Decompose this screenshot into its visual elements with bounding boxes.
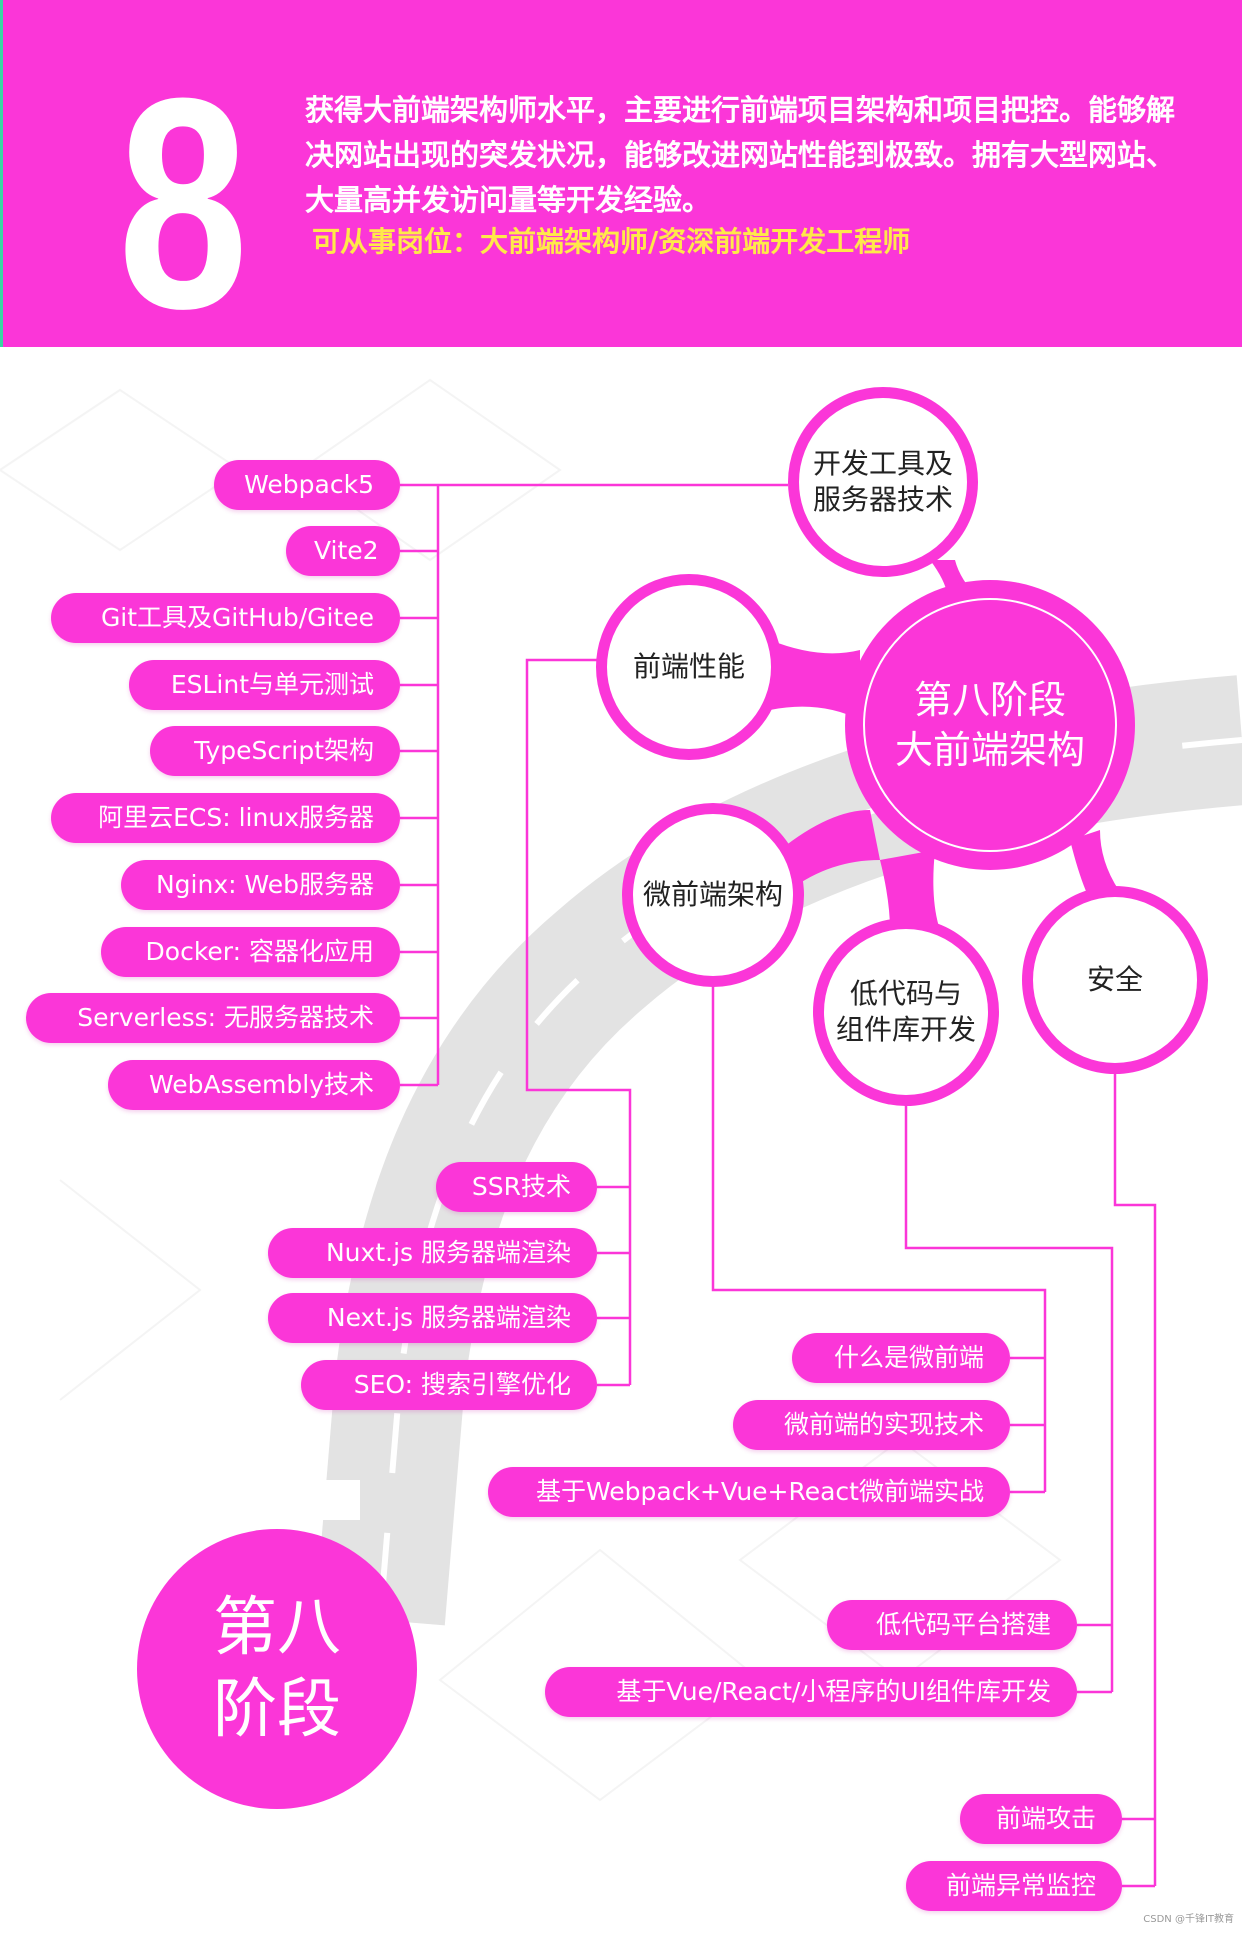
pill-webassembly: WebAssembly技术 — [108, 1060, 400, 1110]
watermark: CSDN @千锋IT教育 — [1143, 1914, 1234, 1925]
pill-aliyun-ecs: 阿里云ECS: linux服务器 — [51, 793, 400, 843]
stage-header: 8 获得大前端架构师水平，主要进行前端项目架构和项目把控。能够解决网站出现的突发… — [0, 0, 1242, 371]
pill-nuxt: Nuxt.js 服务器端渲染 — [268, 1228, 597, 1278]
pill-serverless: Serverless: 无服务器技术 — [26, 993, 400, 1043]
pill-vite2: Vite2 — [286, 526, 400, 576]
pill-webpack5: Webpack5 — [214, 460, 400, 510]
pill-next: Next.js 服务器端渲染 — [268, 1293, 597, 1343]
stage-badge-line1: 第八 — [213, 1591, 341, 1665]
pill-ssr: SSR技术 — [436, 1162, 597, 1212]
pill-frontend-attack: 前端攻击 — [960, 1794, 1122, 1844]
node-security-title: 安全 — [1086, 963, 1143, 996]
pill-typescript: TypeScript架构 — [150, 726, 400, 776]
node-dev-tools-line2: 服务器技术 — [812, 483, 953, 516]
pill-eslint: ESLint与单元测试 — [129, 660, 400, 710]
center-node-ring: 第八阶段 大前端架构 — [863, 598, 1117, 852]
connector-performance — [525, 658, 632, 1387]
pill-docker: Docker: 容器化应用 — [101, 927, 400, 977]
node-security: 安全 — [1022, 886, 1208, 1074]
pill-nginx: Nginx: Web服务器 — [121, 860, 400, 910]
pill-low-code-platform: 低代码平台搭建 — [827, 1600, 1077, 1650]
center-node: 第八阶段 大前端架构 — [845, 580, 1135, 870]
connector-low-code — [904, 1104, 1114, 1694]
pill-frontend-monitoring: 前端异常监控 — [906, 1861, 1122, 1911]
stage-badge: 第八 阶段 — [137, 1529, 417, 1809]
connector-security — [1113, 1072, 1157, 1888]
pill-git: Git工具及GitHub/Gitee — [51, 593, 400, 643]
center-node-line2: 大前端架构 — [894, 728, 1085, 772]
node-performance: 前端性能 — [596, 574, 782, 760]
pill-seo: SEO: 搜索引擎优化 — [301, 1360, 597, 1410]
center-node-line1: 第八阶段 — [913, 678, 1066, 722]
node-performance-title: 前端性能 — [632, 650, 745, 683]
stage-badge-line2: 阶段 — [213, 1673, 341, 1747]
career-positions: 可从事岗位：大前端架构师/资深前端开发工程师 — [312, 225, 911, 258]
pill-what-is-micro-frontend: 什么是微前端 — [792, 1333, 1010, 1383]
pill-micro-frontend-practice: 基于Webpack+Vue+React微前端实战 — [488, 1467, 1010, 1517]
node-low-code: 低代码与 组件库开发 — [813, 918, 999, 1106]
connector-micro-frontend — [711, 985, 1047, 1494]
node-micro-frontend-title: 微前端架构 — [642, 878, 783, 911]
node-low-code-line2: 组件库开发 — [835, 1013, 976, 1046]
header-edge-accent — [0, 0, 3, 347]
pill-micro-frontend-tech: 微前端的实现技术 — [733, 1400, 1010, 1450]
pill-ui-component-library: 基于Vue/React/小程序的UI组件库开发 — [545, 1667, 1077, 1717]
stage-description: 获得大前端架构师水平，主要进行前端项目架构和项目把控。能够解决网站出现的突发状况… — [305, 93, 1176, 217]
node-low-code-line1: 低代码与 — [849, 977, 962, 1010]
stage-number: 8 — [118, 35, 248, 371]
node-micro-frontend: 微前端架构 — [622, 803, 804, 987]
connector-dev-tools — [400, 483, 788, 1087]
node-dev-tools-line1: 开发工具及 — [812, 447, 953, 480]
node-dev-tools: 开发工具及 服务器技术 — [788, 387, 978, 577]
